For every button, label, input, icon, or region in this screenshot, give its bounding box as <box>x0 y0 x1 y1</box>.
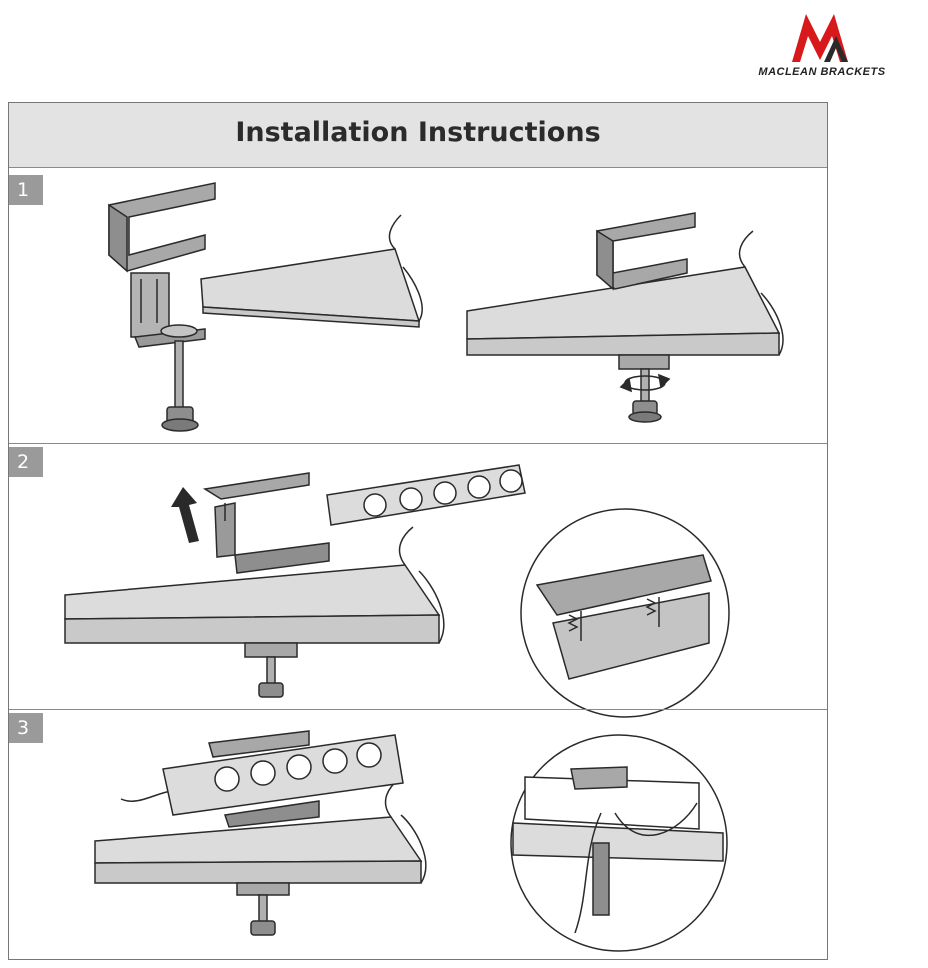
step-1: 1 <box>9 175 827 441</box>
desk-slab-icon <box>200 214 423 328</box>
step-2-illustration <box>64 464 730 718</box>
rotate-arrow-icon <box>619 373 671 393</box>
step-3-badge: 3 <box>9 713 43 743</box>
clamp-open-icon <box>108 182 216 432</box>
clamp-with-strip-icon <box>202 464 526 698</box>
brand-logo: MACLEAN BRACKETS <box>722 8 922 82</box>
desk-slab-mounted-icon <box>466 212 784 423</box>
step-divider-2 <box>9 709 827 710</box>
step-2-badge: 2 <box>9 447 43 477</box>
desk-slab-icon <box>94 778 427 884</box>
step-1-illustration <box>108 182 784 432</box>
step-1-badge: 1 <box>9 175 43 205</box>
desk-slab-icon <box>64 526 445 644</box>
title-band: Installation Instructions <box>9 103 827 168</box>
power-strip-icon <box>120 730 404 936</box>
page-title: Installation Instructions <box>235 117 601 148</box>
detail-zoom-icon <box>510 734 728 952</box>
step-3: 3 <box>9 713 827 959</box>
instruction-sheet: Installation Instructions 1 <box>8 102 828 960</box>
brand-mark-icon <box>792 14 848 62</box>
step-3-illustration <box>94 730 728 952</box>
detail-zoom-icon <box>520 508 730 718</box>
step-2: 2 <box>9 447 827 718</box>
up-arrow-icon <box>171 487 199 543</box>
step-divider-1 <box>9 443 827 444</box>
brand-name: MACLEAN BRACKETS <box>758 66 886 78</box>
